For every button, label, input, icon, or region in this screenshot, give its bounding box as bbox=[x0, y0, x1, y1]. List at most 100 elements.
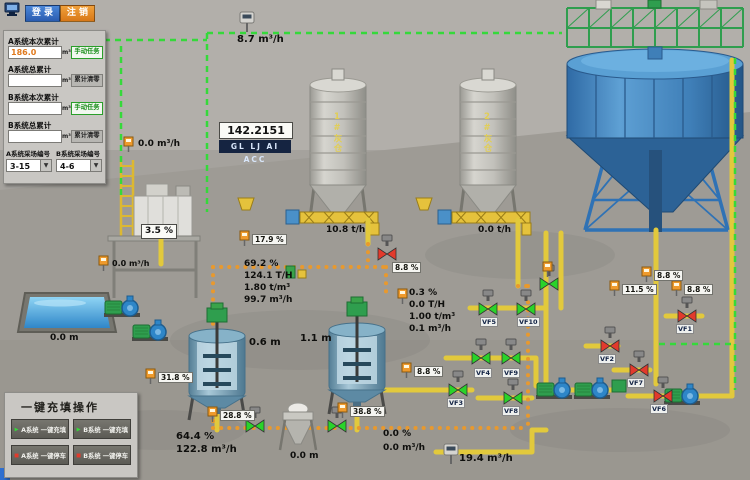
login-label: 登 录 bbox=[31, 8, 54, 18]
percent-badge: 31.8 % bbox=[158, 372, 193, 383]
plc-value-display: 142.2151 bbox=[219, 122, 293, 139]
accum-b-current-value bbox=[8, 102, 62, 115]
silo-1-label: 1#灰仓 bbox=[332, 112, 342, 153]
plc-tag-strip[interactable]: GL LJ AI ACC bbox=[219, 140, 291, 164]
pool-level-value: 0.0 m bbox=[50, 333, 79, 343]
logout-label: 注 销 bbox=[66, 8, 89, 18]
fill-flow-value: 19.4 m³/h bbox=[459, 453, 513, 464]
accum-b-current-label: B系统本次累计 bbox=[8, 93, 59, 102]
line-b-mass-flow: 0.0 T/H bbox=[409, 300, 446, 310]
accumulator-panel: A系统本次累计 186.0 m³ 手动任务 A系统总累计 m³ 累计清零 B系统… bbox=[3, 30, 106, 184]
logout-button[interactable]: 注 销 bbox=[60, 5, 95, 22]
reset-total-button-a[interactable]: 累计清零 bbox=[71, 74, 103, 87]
sampler-device bbox=[285, 265, 296, 279]
stope-a-value: 3-15 bbox=[10, 162, 31, 171]
stope-b-label: B系统采场编号 bbox=[56, 150, 100, 158]
b-fill-button[interactable]: B系统 一键充填 bbox=[73, 419, 131, 439]
tank-flow-value: 0.0 m³/h bbox=[112, 259, 150, 268]
spare-motor bbox=[611, 379, 627, 393]
feed-hopper-1 bbox=[237, 197, 255, 211]
tank-conc-display: 3.5 % bbox=[141, 224, 177, 239]
dropdown-arrow-icon[interactable]: ▼ bbox=[40, 160, 51, 171]
login-button[interactable]: 登 录 bbox=[25, 5, 60, 22]
roof-motor bbox=[647, 0, 662, 9]
percent-badge: 17.9 % bbox=[252, 234, 287, 245]
valve-label-vf1: VF1 bbox=[676, 324, 694, 334]
a-stop-button[interactable]: A系统 一键停车 bbox=[11, 445, 69, 465]
dropdown-arrow-icon[interactable]: ▼ bbox=[90, 160, 101, 171]
valve-label-vf3: VF3 bbox=[447, 398, 465, 408]
cone-level-value: 0.0 m bbox=[290, 451, 319, 461]
line-b-flow: 0.1 m³/h bbox=[409, 324, 452, 334]
b-fill-label: B系统 一键充填 bbox=[83, 426, 128, 434]
flow-lines bbox=[104, 31, 737, 390]
percent-badge: 8.8 % bbox=[684, 284, 714, 295]
accum-b-total-value bbox=[8, 130, 62, 143]
stop-icon bbox=[76, 453, 81, 457]
manual-task-button-a[interactable]: 手动任务 bbox=[71, 46, 103, 59]
start-icon bbox=[14, 427, 19, 431]
unit-label: m³ bbox=[62, 133, 71, 140]
a-stop-label: A系统 一键停车 bbox=[21, 452, 66, 460]
line-b-concentration: 0.3 % bbox=[409, 288, 438, 298]
b-stop-label: B系统 一键停车 bbox=[83, 452, 128, 460]
out-b-flow: 0.0 m³/h bbox=[383, 443, 426, 453]
unit-label: m³ bbox=[62, 105, 71, 112]
unit-label: m³ bbox=[62, 49, 71, 56]
deep-cone-thickener bbox=[565, 0, 745, 232]
line-a-density: 1.80 t/m³ bbox=[244, 283, 291, 293]
percent-badge: 8.8 % bbox=[654, 270, 684, 281]
stope-a-label: A系统采场编号 bbox=[6, 150, 51, 158]
percent-badge: 8.8 % bbox=[414, 366, 444, 377]
stope-b-select[interactable]: 4-6 ▼ bbox=[56, 159, 102, 172]
percent-badge: 28.8 % bbox=[220, 410, 255, 421]
left-flow-value: 0.0 m³/h bbox=[138, 139, 181, 149]
out-b-concentration: 0.0 % bbox=[383, 429, 412, 439]
stope-b-value: 4-6 bbox=[60, 162, 75, 171]
silo-2-label: 2#灰仓 bbox=[482, 112, 492, 153]
cone-hopper bbox=[278, 402, 318, 451]
roof-cabinet bbox=[699, 0, 718, 10]
valve-label-vf6: VF6 bbox=[650, 404, 668, 414]
one-key-panel: 一键充填操作 A系统 一键充填 B系统 一键充填 A系统 一键停车 B系统 一键… bbox=[4, 392, 138, 478]
valve-label-vf2: VF2 bbox=[598, 354, 616, 364]
mixer-a-level: 0.6 m bbox=[249, 337, 281, 348]
line-b-density: 1.00 t/m³ bbox=[409, 312, 456, 322]
percent-badge: 8.8 % bbox=[392, 262, 422, 273]
a-fill-label: A系统 一键充填 bbox=[21, 426, 66, 434]
system-monitor-icon bbox=[4, 2, 22, 18]
start-icon bbox=[76, 427, 81, 431]
sampler-device bbox=[297, 269, 307, 279]
accum-a-current-label: A系统本次累计 bbox=[8, 37, 59, 46]
water-pool bbox=[16, 292, 118, 333]
accum-a-total-value bbox=[8, 74, 62, 87]
silo2-rate-value: 0.0 t/h bbox=[478, 225, 512, 235]
valve-label-vf9: VF9 bbox=[502, 368, 520, 378]
one-key-title: 一键充填操作 bbox=[21, 401, 99, 414]
a-fill-button[interactable]: A系统 一键充填 bbox=[11, 419, 69, 439]
reset-total-button-b[interactable]: 累计清零 bbox=[71, 130, 103, 143]
stope-a-select[interactable]: 3-15 ▼ bbox=[6, 159, 52, 172]
percent-badge: 38.8 % bbox=[350, 406, 385, 417]
percent-badge: 11.5 % bbox=[622, 284, 657, 295]
manual-task-button-b[interactable]: 手动任务 bbox=[71, 102, 103, 115]
b-stop-button[interactable]: B系统 一键停车 bbox=[73, 445, 131, 465]
mixer-b-level: 1.1 m bbox=[300, 333, 332, 344]
valve-label-vf10: VF10 bbox=[517, 317, 540, 327]
out-a-flow: 122.8 m³/h bbox=[176, 444, 237, 455]
valve-label-vf7: VF7 bbox=[627, 378, 645, 388]
roof-tank bbox=[595, 0, 612, 10]
valve-label-vf8: VF8 bbox=[502, 406, 520, 416]
header-flow-value: 8.7 m³/h bbox=[237, 34, 284, 45]
accum-a-current-value: 186.0 bbox=[8, 46, 62, 59]
line-a-mass-flow: 124.1 T/H bbox=[244, 271, 293, 281]
stop-icon bbox=[14, 453, 19, 457]
accum-b-total-label: B系统总累计 bbox=[8, 121, 52, 130]
feed-hopper-2 bbox=[415, 197, 433, 211]
accum-a-total-label: A系统总累计 bbox=[8, 65, 52, 74]
out-a-concentration: 64.4 % bbox=[176, 431, 215, 442]
valve-label-vf5: VF5 bbox=[480, 317, 498, 327]
unit-label: m³ bbox=[62, 77, 71, 84]
